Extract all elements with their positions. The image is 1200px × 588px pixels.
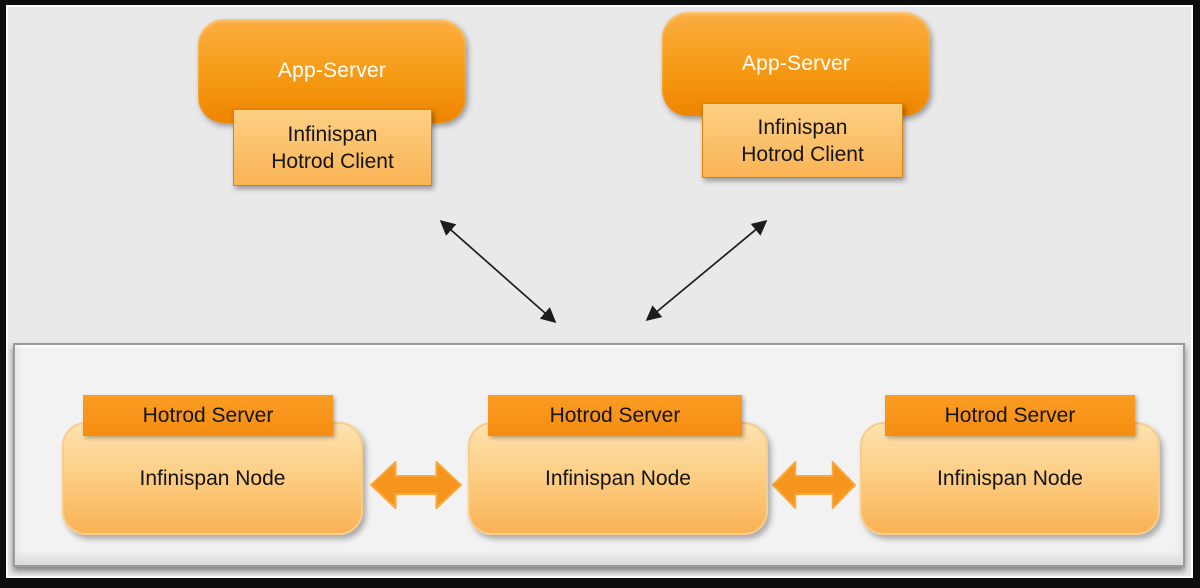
hotrod-client-2-label: Infinispan Hotrod Client	[741, 115, 864, 166]
hotrod-server-1-header: Hotrod Server	[83, 395, 333, 436]
hotrod-server-2-label: Hotrod Server	[549, 403, 681, 427]
node-link-arrow-icon-2	[772, 461, 856, 509]
hotrod-client-1-label: Infinispan Hotrod Client	[271, 122, 394, 173]
hotrod-server-3-header: Hotrod Server	[885, 395, 1135, 436]
app-server-2-label: App-Server	[741, 52, 851, 75]
app-server-1-label: App-Server	[277, 59, 387, 82]
hotrod-server-2-header: Hotrod Server	[488, 395, 742, 436]
double-arrow-icon-right	[645, 220, 768, 321]
infinispan-node-3-label: Infinispan Node	[937, 466, 1083, 490]
node-link-arrow-icon-1	[370, 461, 462, 509]
hotrod-server-3-label: Hotrod Server	[944, 403, 1076, 427]
app-server-1-box: App-Server	[198, 19, 466, 123]
hotrod-client-1-box: Infinispan Hotrod Client	[233, 109, 432, 186]
infinispan-node-3-box: Infinispan Node	[860, 422, 1160, 535]
infinispan-node-1-box: Infinispan Node	[62, 422, 363, 535]
hotrod-client-2-box: Infinispan Hotrod Client	[702, 103, 903, 178]
double-arrow-icon-left	[439, 219, 557, 324]
app-server-2-box: App-Server	[662, 12, 930, 116]
server-cluster-panel: Hotrod Server Infinispan Node Hotrod Ser…	[13, 343, 1185, 567]
infinispan-node-2-label: Infinispan Node	[545, 466, 691, 490]
hotrod-server-1-label: Hotrod Server	[142, 403, 274, 427]
infinispan-node-1-label: Infinispan Node	[139, 466, 286, 490]
client-cluster-arrows	[439, 219, 768, 324]
infinispan-node-2-box: Infinispan Node	[468, 422, 768, 535]
